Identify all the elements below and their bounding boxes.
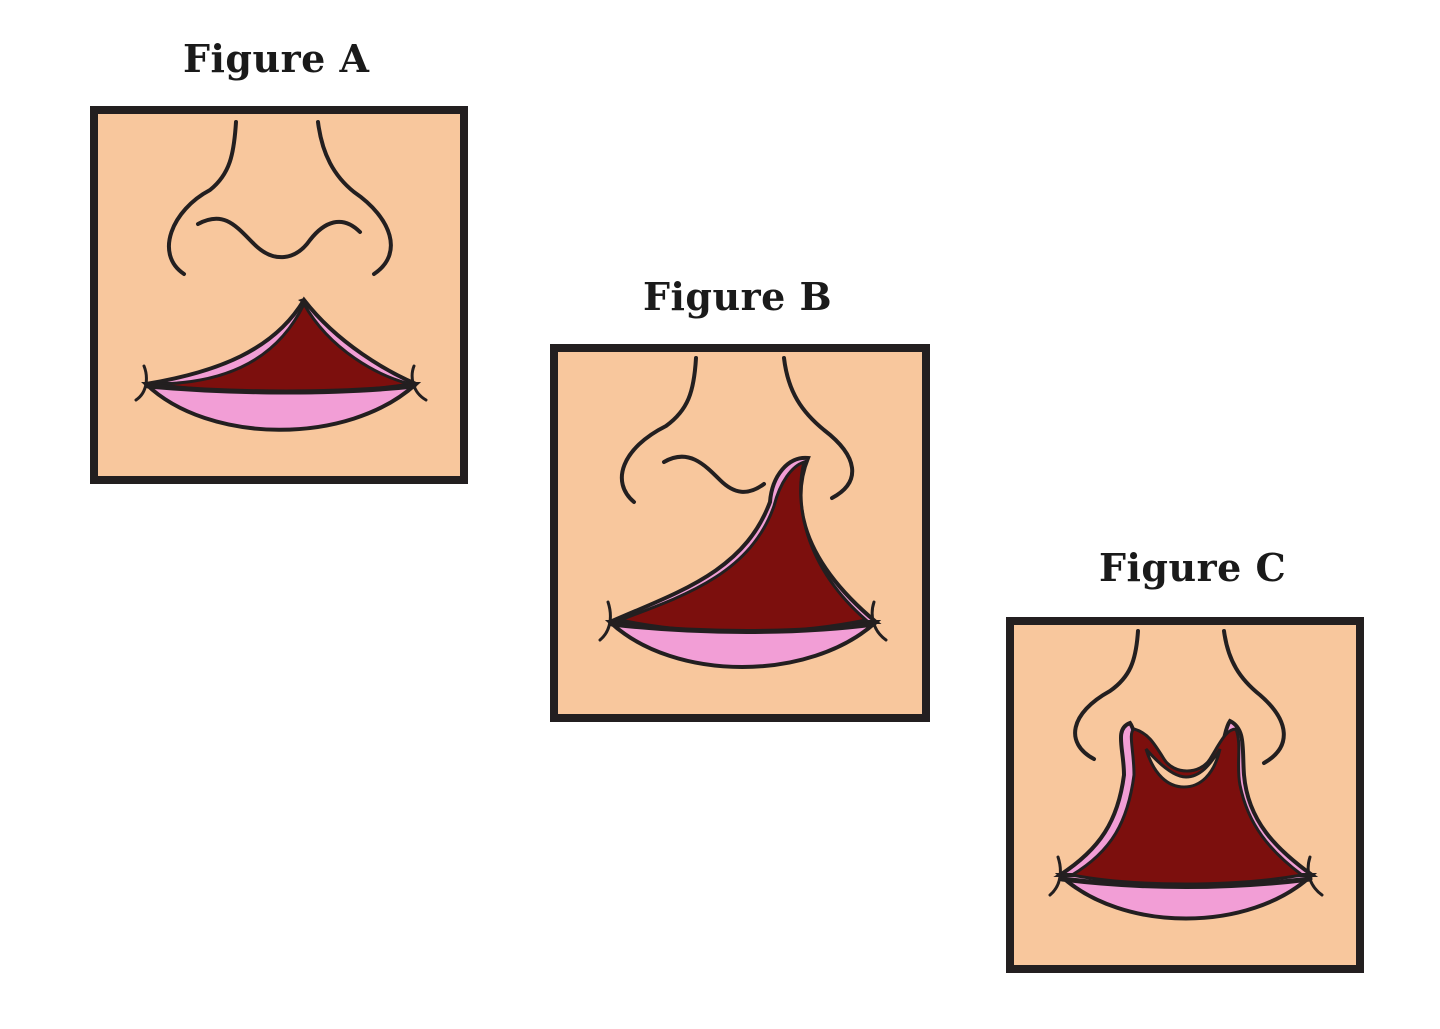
- mouth-icon: [134, 296, 428, 432]
- figure-c-panel: [1006, 617, 1364, 973]
- nose-icon: [1073, 629, 1286, 765]
- figure-b-illustration: [558, 352, 922, 714]
- figure-b-panel: [550, 344, 930, 722]
- mouth-icon: [1048, 718, 1324, 921]
- figure-a-panel: [90, 106, 468, 484]
- figure-c-label: Figure C: [1099, 545, 1287, 590]
- figure-b-label: Figure B: [643, 274, 833, 319]
- mouth-icon: [598, 455, 888, 669]
- figure-a-label: Figure A: [183, 36, 370, 81]
- nose-icon: [166, 120, 393, 276]
- figure-a-illustration: [98, 114, 460, 476]
- nose-icon: [619, 356, 855, 504]
- figure-c-illustration: [1014, 625, 1356, 965]
